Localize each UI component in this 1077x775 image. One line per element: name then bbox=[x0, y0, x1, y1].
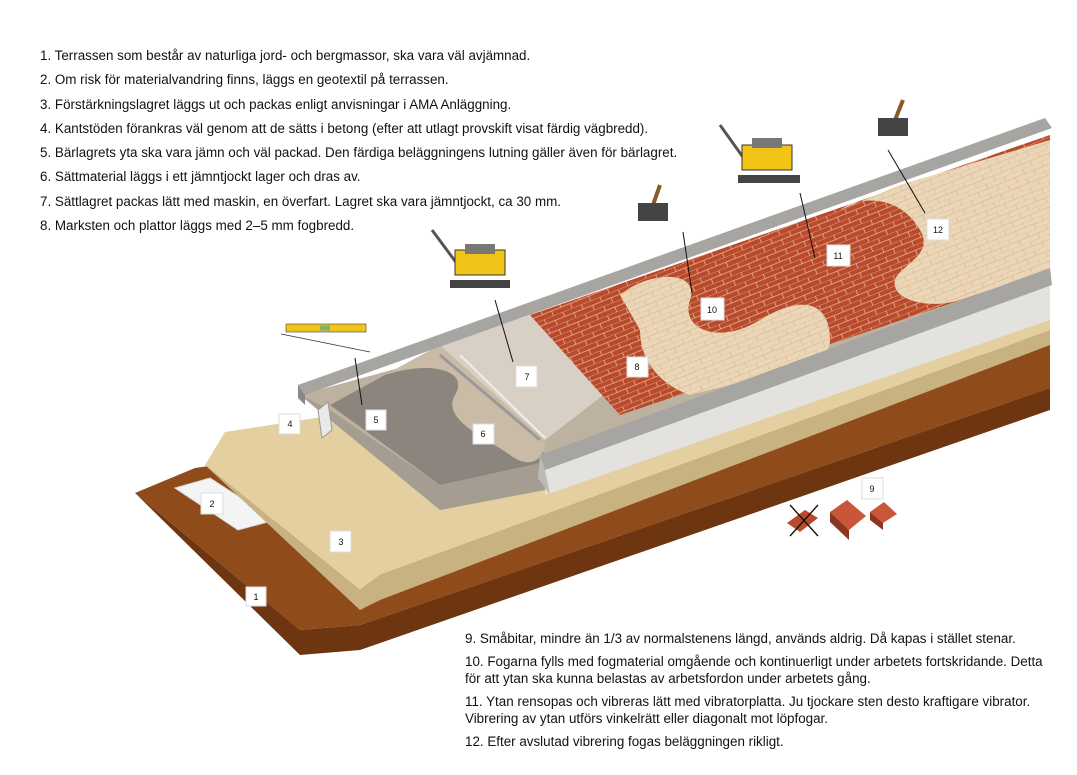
label-3: 3 bbox=[329, 530, 352, 553]
note-3: 3. Förstärkningslagret läggs ut och pack… bbox=[40, 96, 512, 112]
svg-text:12: 12 bbox=[933, 225, 943, 235]
instructions-top: 1. Terrassen som består av naturliga jor… bbox=[40, 44, 740, 238]
broom-icon bbox=[878, 99, 908, 136]
label-1: 1 bbox=[245, 586, 267, 607]
broom-icon bbox=[638, 184, 668, 221]
note-10: 10. Fogarna fylls med fogmaterial omgåen… bbox=[465, 654, 1043, 686]
number-labels: 1 2 3 4 5 6 7 8 9 10 11 12 bbox=[200, 218, 950, 607]
plate-compactor-icon bbox=[718, 124, 800, 183]
label-10: 10 bbox=[700, 297, 725, 321]
note-4: 4. Kantstöden förankras väl genom att de… bbox=[40, 120, 649, 136]
svg-text:11: 11 bbox=[833, 251, 842, 261]
svg-text:8: 8 bbox=[634, 362, 639, 372]
plate-compactor-icon bbox=[430, 229, 510, 288]
svg-text:5: 5 bbox=[373, 415, 378, 425]
brick-icon bbox=[830, 500, 866, 540]
jointed-pavers-10 bbox=[620, 276, 830, 395]
brick-icon bbox=[870, 502, 897, 530]
svg-text:3: 3 bbox=[338, 537, 343, 547]
label-6: 6 bbox=[472, 423, 495, 445]
screed-rail bbox=[439, 353, 541, 442]
note-12: 12. Efter avslutad vibrering fogas beläg… bbox=[465, 734, 784, 749]
cut-brick-icon bbox=[787, 504, 819, 537]
label-7: 7 bbox=[515, 365, 538, 388]
note-6: 6. Sättmaterial läggs i ett jämntjockt l… bbox=[40, 169, 361, 185]
kerb-end bbox=[317, 401, 333, 439]
svg-text:7: 7 bbox=[524, 372, 529, 382]
label-2: 2 bbox=[200, 492, 224, 515]
note-9: 9. Småbitar, mindre än 1/3 av normalsten… bbox=[465, 631, 1016, 646]
label-5: 5 bbox=[365, 409, 387, 431]
svg-text:4: 4 bbox=[287, 419, 292, 429]
note-1: 1. Terrassen som består av naturliga jor… bbox=[40, 48, 531, 63]
label-8: 8 bbox=[626, 356, 649, 378]
svg-text:10: 10 bbox=[707, 305, 717, 315]
leader-lines bbox=[354, 149, 926, 406]
instructions-bottom: 9. Småbitar, mindre än 1/3 av normalsten… bbox=[465, 630, 1055, 756]
note-2: 2. Om risk för materialvandring finns, l… bbox=[40, 72, 449, 88]
label-4: 4 bbox=[278, 413, 301, 435]
label-11: 11 bbox=[826, 244, 851, 267]
kerb-front bbox=[538, 268, 1052, 495]
svg-text:6: 6 bbox=[480, 429, 485, 439]
bedding-layer bbox=[385, 345, 545, 463]
note-5: 5. Bärlagrets yta ska vara jämn och väl … bbox=[40, 145, 678, 161]
svg-text:9: 9 bbox=[869, 484, 874, 494]
note-7: 7. Sättlagret packas lätt med maskin, en… bbox=[40, 193, 561, 209]
kerb-back bbox=[298, 118, 1052, 405]
svg-text:1: 1 bbox=[253, 592, 258, 602]
note-11: 11. Ytan rensopas och vibreras lätt med … bbox=[465, 694, 1031, 726]
note-8: 8. Marksten och plattor läggs med 2–5 mm… bbox=[40, 218, 355, 234]
label-12: 12 bbox=[926, 218, 950, 241]
spirit-level-icon bbox=[280, 323, 371, 353]
label-9: 9 bbox=[861, 477, 884, 500]
svg-text:2: 2 bbox=[209, 499, 214, 509]
